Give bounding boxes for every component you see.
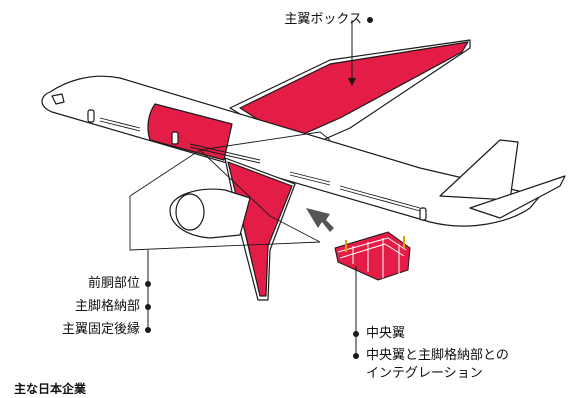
label-integration-2: インテグレーション [366, 366, 483, 381]
center-wing-box [334, 231, 411, 281]
section-heading-cut: 主な日本企業 [14, 382, 87, 394]
door [419, 207, 427, 221]
horizontal-stabilizer [469, 175, 566, 219]
dot-gear [145, 304, 151, 310]
leader-box [199, 149, 321, 243]
assembly-arrow [306, 208, 334, 232]
dot-integration [353, 353, 359, 359]
leader-box [129, 196, 321, 251]
leader-box [129, 131, 331, 197]
label-center-wing: 中央翼 [366, 326, 406, 341]
dot-trailing [145, 327, 151, 333]
label-main-gear-bay: 主脚格納部 [74, 299, 140, 314]
label-integration-1: 中央翼と主脚格納部との [366, 348, 509, 363]
label-forward-fuselage: 前胴部位 [87, 276, 140, 291]
door [87, 109, 95, 123]
dot-center [353, 331, 359, 337]
label-wingbox: 主翼ボックス [284, 12, 362, 27]
arrowhead-wingbox [348, 78, 356, 86]
cockpit-window [51, 93, 65, 105]
engine-intake [175, 193, 205, 231]
vertical-tail [439, 139, 519, 201]
dot-wingbox [367, 17, 373, 23]
dot-forward [145, 281, 151, 287]
forward-fuselage-highlight [147, 103, 233, 161]
door [171, 131, 179, 145]
window-row [99, 117, 421, 212]
label-wing-trailing-edge: 主翼固定後縁 [61, 322, 140, 337]
